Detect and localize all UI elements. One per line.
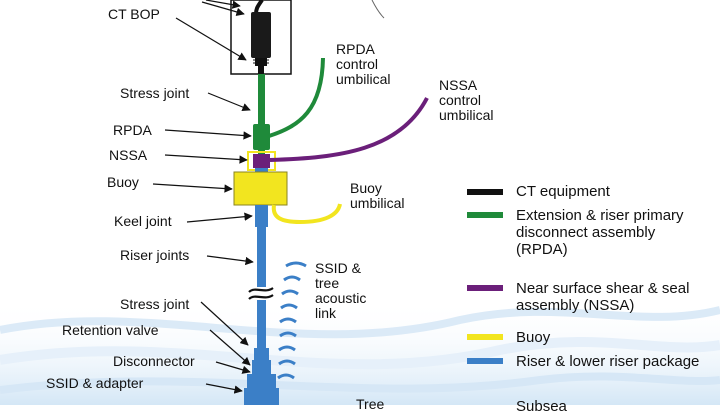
legend-nssa-text: Near surface shear & seal assembly (NSSA… <box>516 280 690 314</box>
legend-rpda-text: Extension & riser primary disconnect ass… <box>516 207 684 258</box>
label-retention-valve: Retention valve <box>62 322 159 338</box>
riser-diagram <box>0 0 720 405</box>
rpda-umbilical-line <box>268 57 325 138</box>
legend-swatch-nssa <box>467 285 503 291</box>
riser-string <box>244 205 279 405</box>
acoustic-signal-arcs <box>277 261 307 380</box>
legend-swatch-buoy <box>467 334 503 340</box>
legend-swatch-ct <box>467 189 503 195</box>
top-curve <box>371 0 385 19</box>
legend-swatch-riser <box>467 358 503 364</box>
legend-partial-text: Subsea <box>516 398 567 415</box>
label-rpda-umbilical: RPDA control umbilical <box>336 41 391 87</box>
label-ssid-adapter: SSID & adapter <box>46 375 144 391</box>
label-nssa: NSSA <box>109 147 148 163</box>
legend-ct-text: CT equipment <box>516 183 610 200</box>
label-stress-joint-bottom: Stress joint <box>120 296 190 312</box>
label-acoustic-link: SSID & tree acoustic link <box>315 260 367 321</box>
label-rpda: RPDA <box>113 122 152 138</box>
legend-swatch-rpda <box>467 212 503 218</box>
label-nssa-umbilical: NSSA control umbilical <box>439 77 494 123</box>
rpda-stem <box>253 74 270 155</box>
label-disconnector: Disconnector <box>113 353 195 369</box>
legend-swatches <box>467 189 503 364</box>
label-buoy: Buoy <box>107 174 139 190</box>
label-buoy-umbilical: Buoy umbilical <box>350 180 405 211</box>
water-background <box>0 300 720 405</box>
buoy-shape <box>233 168 288 206</box>
leader-arrows <box>152 0 254 394</box>
label-stress-joint-top: Stress joint <box>120 85 190 101</box>
nssa-umbilical-line <box>269 97 429 162</box>
legend-riser-text: Riser & lower riser package <box>516 353 700 370</box>
buoy-umbilical-line <box>271 203 342 225</box>
ct-bop-housing <box>230 0 292 75</box>
label-riser-joints: Riser joints <box>120 247 190 263</box>
legend-buoy-text: Buoy <box>516 329 551 346</box>
label-keel-joint: Keel joint <box>114 213 172 229</box>
label-ct-bop: CT BOP <box>108 6 160 22</box>
